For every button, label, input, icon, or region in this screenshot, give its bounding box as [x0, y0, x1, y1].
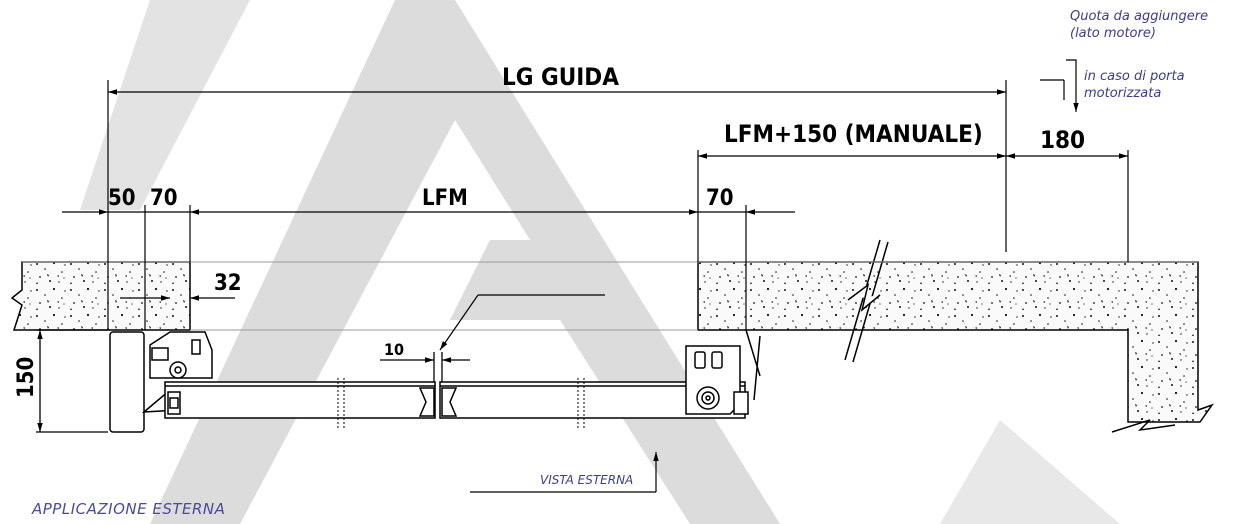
- extension-lines: [36, 80, 1129, 433]
- note-quota-line2: (lato motore): [1070, 26, 1156, 41]
- dim-150: 150: [14, 357, 39, 398]
- page-caption: APPLICAZIONE ESTERNA: [32, 500, 226, 518]
- note-motor-line1: in caso di porta: [1084, 69, 1185, 84]
- dim-lg-guida: LG GUIDA: [502, 63, 619, 91]
- dim-32: 32: [214, 271, 242, 296]
- door-panel-left: [164, 381, 436, 419]
- seal-middle: [418, 387, 458, 417]
- dim-180: 180: [1040, 126, 1085, 154]
- wall-right: [697, 261, 1214, 423]
- dim-70-right: 70: [706, 186, 734, 211]
- note-motor-line2: motorizzata: [1084, 86, 1161, 101]
- panel-breaks: [337, 378, 585, 428]
- dim-lfm-manuale: LFM+150 (MANUALE): [724, 120, 983, 148]
- motor-right-icon: [685, 329, 761, 415]
- dim-50: 50: [108, 186, 136, 211]
- wall-left: [10, 261, 191, 331]
- seal-left: [167, 391, 181, 415]
- dim-lfm: LFM: [422, 186, 468, 211]
- note-arrow: [1066, 59, 1079, 112]
- vista-esterna-label: VISTA ESTERNA: [540, 473, 633, 487]
- break-lower: [1111, 419, 1176, 433]
- dimension-lines: [37, 89, 1128, 432]
- dim-70-left: 70: [150, 186, 178, 211]
- leader-seal: [439, 294, 479, 351]
- note-quota-line1: Quota da aggiungere: [1070, 9, 1208, 24]
- dim-10: 10: [384, 340, 404, 359]
